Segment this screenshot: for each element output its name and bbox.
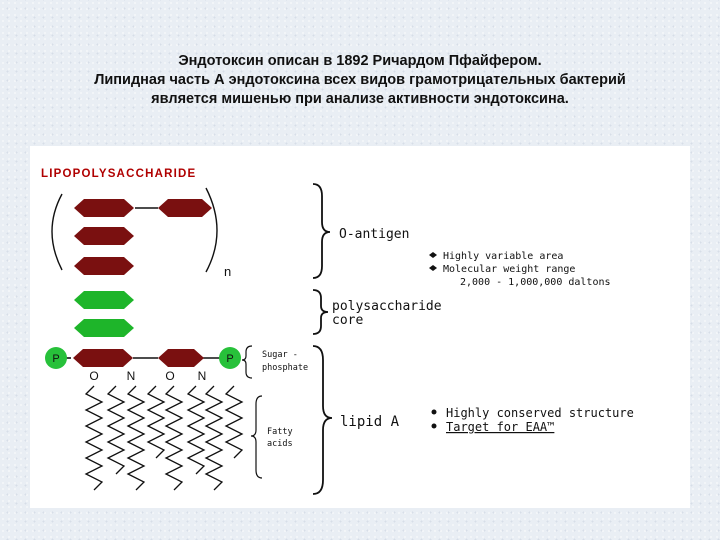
phosphate-circle-left (45, 347, 67, 369)
core-sugar (74, 319, 134, 337)
fatty-acid-chain (224, 385, 244, 459)
o-antigen-note: 2,000 - 1,000,000 daltons (460, 277, 611, 288)
o-antigen-label: O-antigen (339, 227, 409, 242)
bullet-icon (429, 252, 437, 258)
bullet-icon (429, 265, 437, 271)
core-sugar (74, 291, 134, 309)
repeat-bracket-right (205, 187, 218, 273)
o-antigen-notes: Highly variable area Molecular weight ra… (429, 251, 611, 288)
lipid-a-brace (312, 345, 333, 495)
lps-diagram-panel: LIPOPOLYSACCHARIDE n P P Sugar - phospha… (30, 146, 690, 508)
fatty-acid-chain (84, 385, 104, 491)
fatty-acid-chain (126, 385, 146, 491)
lipid-a-note: Highly conserved structure (446, 406, 634, 420)
o-antigen-note: Highly variable area (443, 251, 563, 262)
core-brace (312, 289, 329, 335)
fatty-acids-bracket (250, 395, 263, 479)
fatty-acid-chain (106, 385, 126, 475)
linkage-atom-o: O (165, 369, 174, 383)
sugar-phosphate-bracket (241, 345, 253, 379)
repeat-bracket-left (51, 193, 63, 271)
phosphate-circle-right (219, 347, 241, 369)
diagram-header: LIPOPOLYSACCHARIDE (41, 168, 196, 180)
title-line-3: является мишенью при анализе активности … (151, 91, 569, 107)
o-antigen-sugar (74, 257, 134, 275)
fatty-acid-chain (146, 385, 166, 459)
lipid-a-notes: Highly conserved structure Target for EA… (431, 406, 634, 434)
phosphate-label-left: P (52, 353, 59, 365)
fatty-acid-chain (186, 385, 206, 475)
bullet-icon (431, 409, 437, 415)
slide-title: Эндотоксин описан в 1892 Ричардом Пфайфе… (30, 52, 690, 109)
o-antigen-sugar (158, 199, 212, 217)
core-label-line-2: core (332, 313, 363, 328)
fatty-acids-label-line-2: acids (267, 439, 293, 449)
sugar-phosphate-label-line-1: Sugar - (262, 350, 298, 360)
bullet-icon (431, 423, 437, 429)
fatty-acid-chain (204, 385, 224, 491)
title-line-2: Липидная часть А эндотоксина всех видов … (94, 72, 626, 88)
core-label-line-1: polysaccharide (332, 299, 442, 314)
repeat-count-label: n (224, 264, 231, 279)
linkage-atom-o: O (89, 369, 98, 383)
o-antigen-sugar (74, 199, 134, 217)
fatty-acid-chain (164, 385, 184, 491)
linkage-atom-n: N (127, 369, 136, 383)
title-line-1: Эндотоксин описан в 1892 Ричардом Пфайфе… (178, 53, 542, 69)
lipid-a-note: Target for EAA™ (446, 420, 554, 434)
glucosamine-sugar (158, 349, 204, 367)
o-antigen-sugar (74, 227, 134, 245)
lipid-a-label: lipid A (340, 414, 400, 430)
sugar-phosphate-label-line-2: phosphate (262, 363, 308, 373)
fatty-acid-chains (84, 385, 244, 491)
lps-diagram: LIPOPOLYSACCHARIDE n P P Sugar - phospha… (41, 168, 634, 495)
o-antigen-brace (312, 183, 331, 279)
linkage-atom-n: N (198, 369, 207, 383)
phosphate-label-right: P (226, 353, 233, 365)
o-antigen-note: Molecular weight range (443, 264, 575, 275)
glucosamine-sugar (73, 349, 133, 367)
fatty-acids-label-line-1: Fatty (267, 427, 293, 437)
